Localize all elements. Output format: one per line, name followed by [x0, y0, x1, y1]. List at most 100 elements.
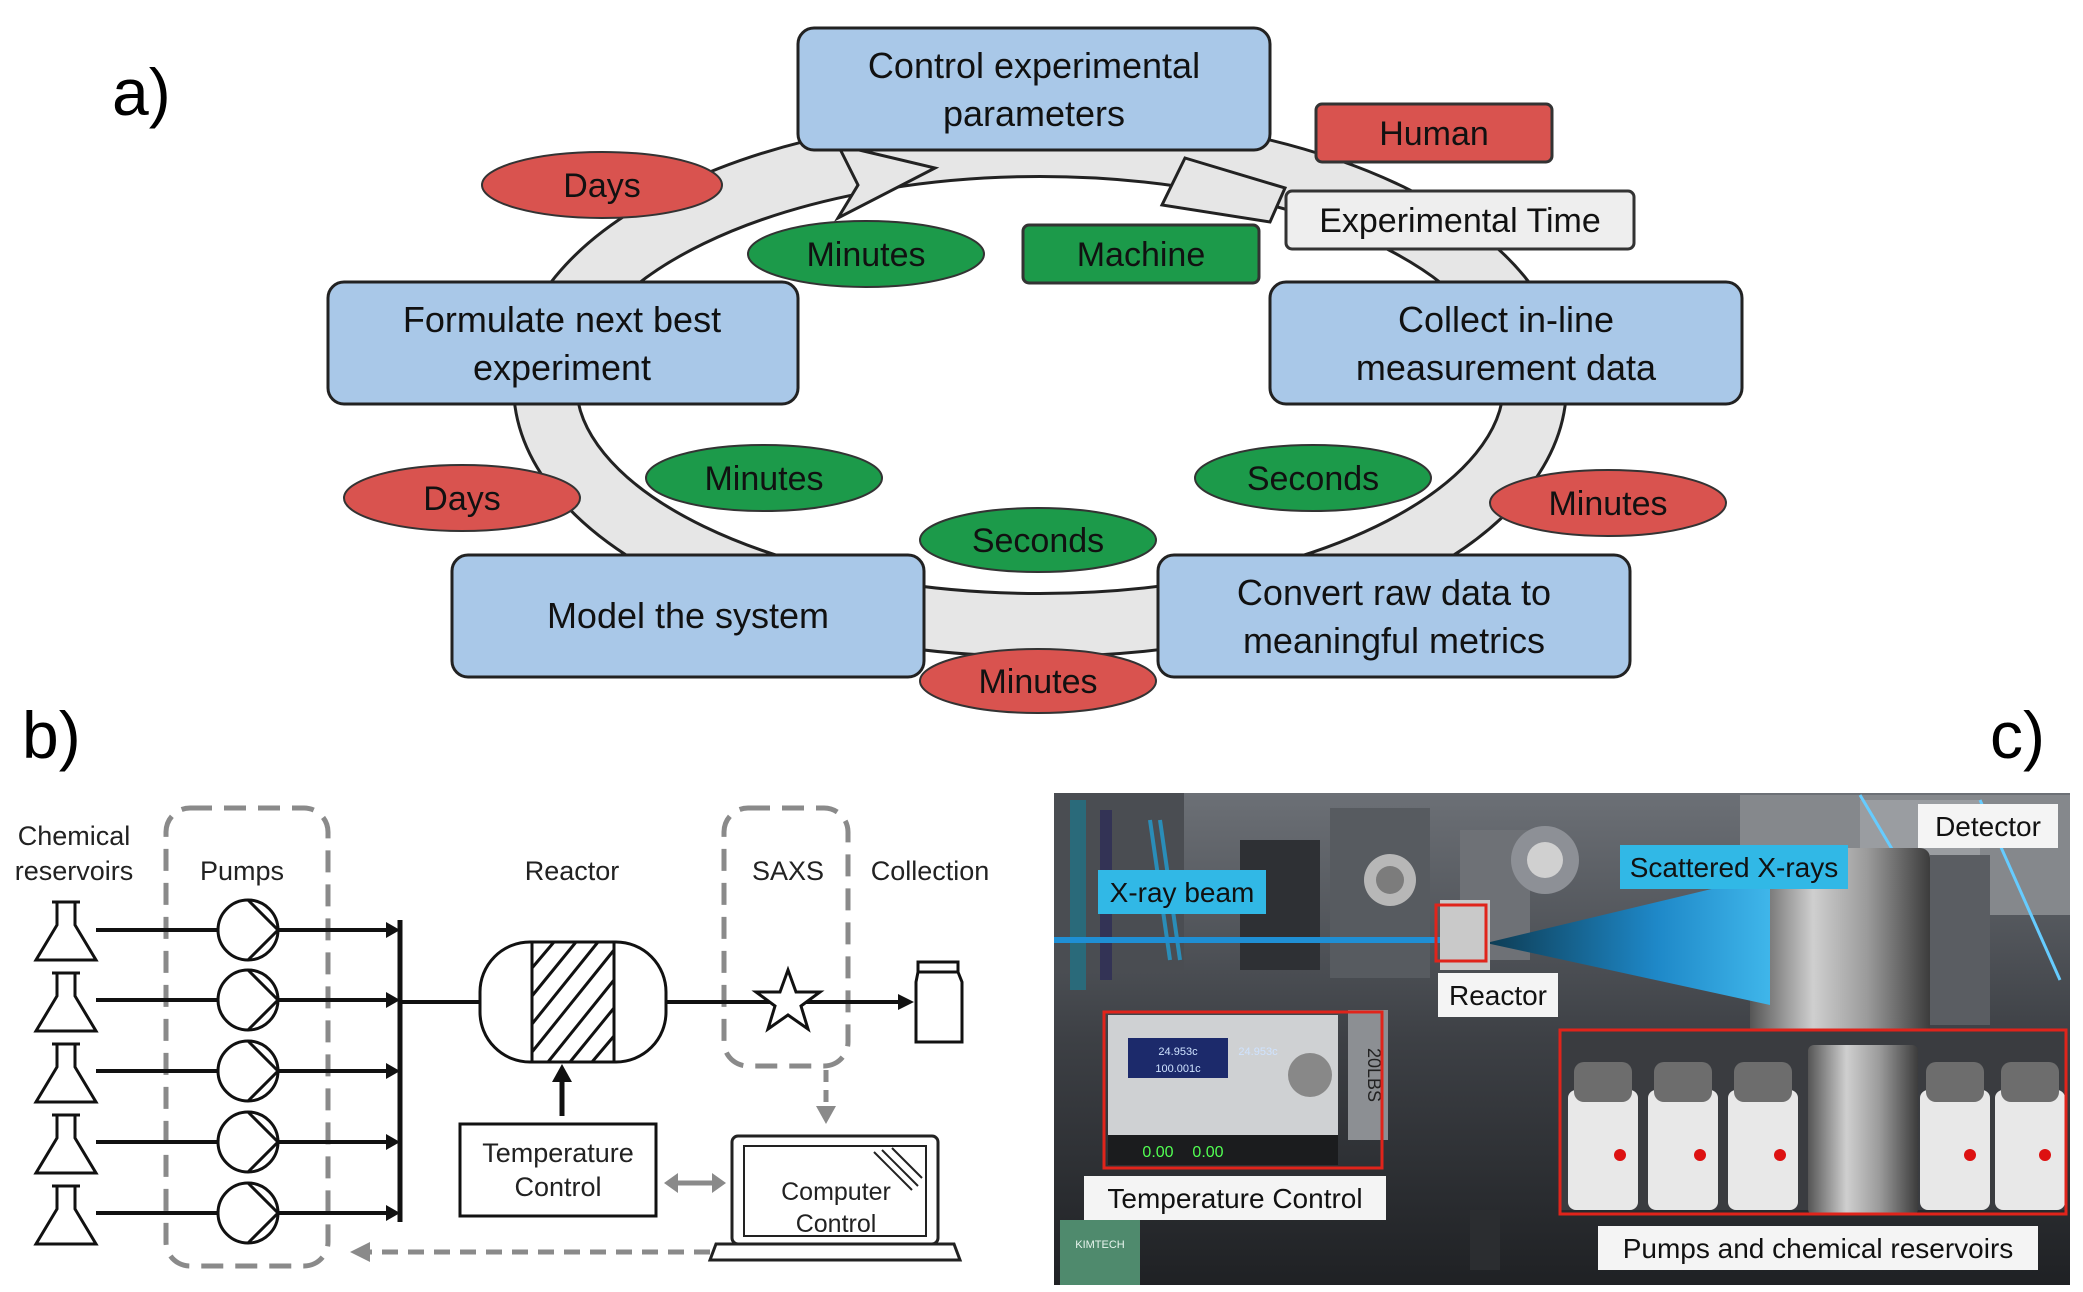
box-formulate-experiment: Formulate next best experiment	[326, 280, 800, 406]
legend-experimental-time-text: Experimental Time	[1319, 202, 1601, 240]
oval-minutes-right-text: Minutes	[1548, 485, 1667, 523]
box-control-parameters: Control experimental parameters	[796, 26, 1272, 152]
pumps-dashed-box	[163, 805, 331, 1269]
label-pumps-photo: Pumps and chemical reservoirs	[1598, 1226, 2038, 1270]
box-convert-metrics: Convert raw data to meaningful metrics	[1156, 553, 1632, 679]
box-collect-line2: measurement data	[1356, 347, 1657, 388]
oval-days-left: Days	[343, 464, 581, 532]
label-xray-beam: X-ray beam	[1098, 870, 1266, 914]
pumps-highlight	[1558, 1028, 2068, 1216]
oval-days-left-text: Days	[423, 480, 500, 518]
row-4	[33, 1110, 400, 1175]
saxs-dashed-box	[721, 805, 851, 1069]
label-xray-beam-text: X-ray beam	[1110, 877, 1255, 908]
flask-icon	[33, 1042, 99, 1104]
oval-minutes-bottom-text: Minutes	[978, 663, 1097, 701]
panel-a-label: a)	[112, 55, 171, 129]
box-control-line2: parameters	[943, 93, 1125, 134]
oval-minutes-top: Minutes	[747, 220, 985, 288]
row-2	[33, 968, 400, 1033]
box-model-line1: Model the system	[547, 595, 829, 636]
box-control-line1: Control experimental	[868, 45, 1200, 86]
label-chemical-line1: Chemical	[18, 821, 131, 851]
label-detector-text: Detector	[1935, 811, 2041, 842]
box-formulate-line1: Formulate next best	[403, 299, 721, 340]
pump-icon	[216, 1181, 280, 1245]
reactor-highlight	[1434, 903, 1488, 963]
label-saxs: SAXS	[752, 856, 824, 886]
label-pumps-photo-text: Pumps and chemical reservoirs	[1623, 1233, 2014, 1264]
oval-minutes-bottom: Minutes	[919, 648, 1157, 714]
experiment-photo: 24.953c 24.953c 100.001c 0.00 0.00 20LBS	[1054, 793, 2070, 1285]
display-3: 100.001c	[1155, 1063, 1201, 1075]
reservoir-pump-rows	[33, 898, 400, 1246]
oval-seconds-bottom-text: Seconds	[972, 522, 1104, 560]
label-reactor-photo: Reactor	[1438, 973, 1558, 1017]
panel-b-label: b)	[22, 698, 81, 772]
oval-minutes-right: Minutes	[1489, 469, 1727, 537]
temperature-highlight	[1102, 1010, 1384, 1170]
label-reactor: Reactor	[525, 856, 620, 886]
oval-seconds-bottom: Seconds	[919, 507, 1157, 573]
pump-icon	[216, 1039, 280, 1103]
panel-c-label: c)	[1990, 698, 2045, 772]
legend-experimental-time: Experimental Time	[1284, 189, 1636, 251]
panel-b: b) Chemical reservoirs Pumps Reactor SAX…	[15, 698, 990, 1269]
box-convert-line2: meaningful metrics	[1243, 620, 1545, 661]
label-scattered-xrays-text: Scattered X-rays	[1630, 852, 1839, 883]
oval-minutes-top-text: Minutes	[806, 236, 925, 274]
flask-icon	[33, 900, 99, 962]
collection-vial-icon	[914, 960, 964, 1044]
legend-machine-text: Machine	[1077, 236, 1206, 274]
row-1	[33, 898, 400, 962]
display-1: 24.953c	[1158, 1046, 1198, 1058]
box-collect-line1: Collect in-line	[1398, 299, 1614, 340]
oval-seconds-right: Seconds	[1194, 444, 1432, 512]
computer-control-line2: Control	[796, 1210, 877, 1238]
temp-control-line2: Control	[514, 1172, 601, 1202]
display-5: 0.00	[1192, 1144, 1223, 1161]
saxs-star-icon	[751, 965, 825, 1033]
row-3	[33, 1039, 400, 1104]
label-detector: Detector	[1918, 804, 2058, 848]
label-pumps: Pumps	[200, 856, 284, 886]
row-5	[33, 1181, 400, 1246]
label-chemical-line2: reservoirs	[15, 856, 134, 886]
computer-control-line1: Computer	[781, 1178, 891, 1206]
oval-minutes-left-text: Minutes	[704, 460, 823, 498]
panel-a: a) Control experimental parameters Formu…	[112, 26, 1744, 714]
pump-icon	[216, 898, 280, 962]
display-4: 0.00	[1142, 1144, 1173, 1161]
label-temperature-control-photo-text: Temperature Control	[1107, 1183, 1362, 1214]
laptop-icon: Computer Control	[707, 1134, 963, 1262]
temperature-control-box	[458, 1122, 658, 1218]
temp-control-line1: Temperature	[482, 1138, 634, 1168]
pump-icon	[216, 1110, 280, 1174]
flask-icon	[33, 1113, 99, 1175]
label-temperature-control-photo: Temperature Control	[1084, 1176, 1386, 1220]
label-20lbs: 20LBS	[1364, 1048, 1384, 1102]
box-model-system: Model the system	[450, 553, 926, 679]
cycle-arrowhead-left	[833, 142, 940, 222]
label-reactor-photo-text: Reactor	[1449, 980, 1547, 1011]
cycle-arrowtail-right	[1159, 156, 1288, 224]
flask-icon	[33, 1184, 99, 1246]
label-scattered-xrays: Scattered X-rays	[1620, 845, 1848, 889]
display-2: 24.953c	[1238, 1046, 1278, 1058]
label-kimtech: KIMTECH	[1075, 1239, 1125, 1251]
scattered-cone	[1486, 875, 1770, 1005]
box-collect-measurement: Collect in-line measurement data	[1268, 280, 1744, 406]
box-formulate-line2: experiment	[473, 347, 651, 388]
reactor-vessel	[478, 940, 668, 1064]
oval-days-top-text: Days	[563, 167, 640, 205]
oval-seconds-right-text: Seconds	[1247, 460, 1379, 498]
pump-icon	[216, 968, 280, 1032]
oval-minutes-left: Minutes	[645, 444, 883, 512]
legend-human: Human	[1314, 102, 1554, 164]
legend-human-text: Human	[1379, 115, 1489, 153]
box-convert-line1: Convert raw data to	[1237, 572, 1551, 613]
panel-c: c)	[1054, 698, 2070, 1285]
legend-machine: Machine	[1021, 223, 1261, 285]
label-collection: Collection	[871, 856, 990, 886]
